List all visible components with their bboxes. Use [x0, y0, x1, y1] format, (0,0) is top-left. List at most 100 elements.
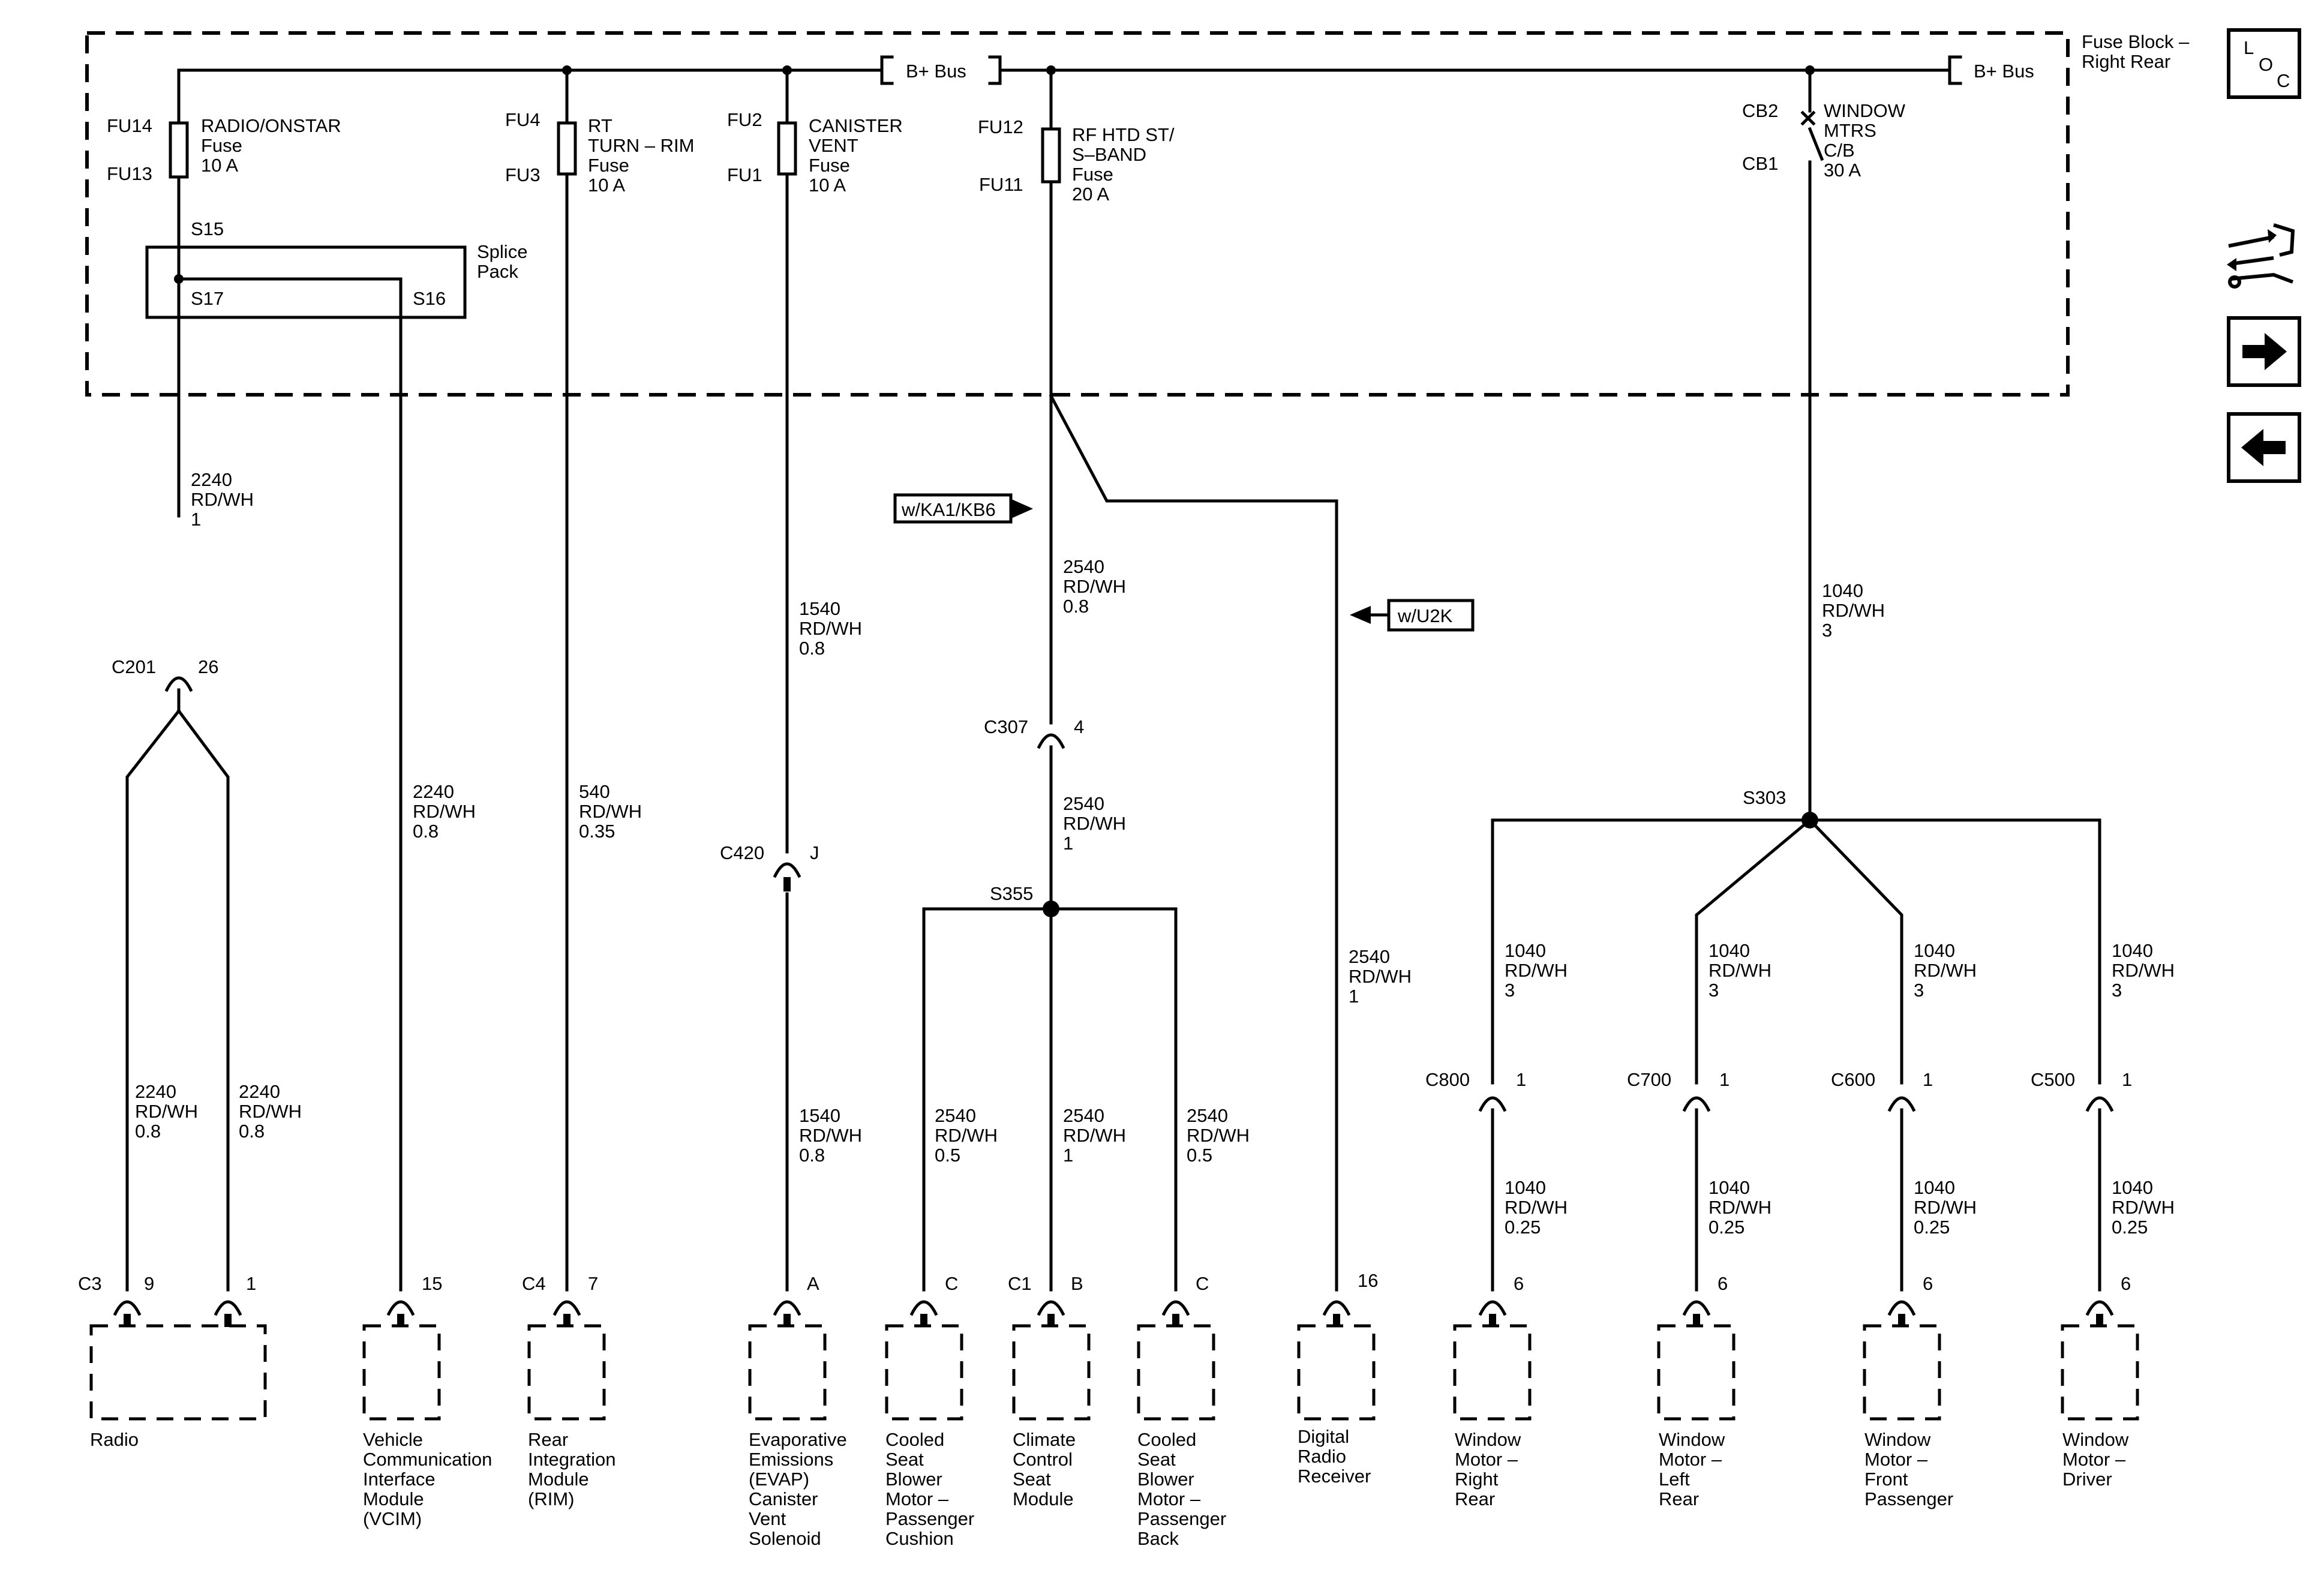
label-line: 0.8 — [1063, 596, 1089, 617]
label-line: Rear — [528, 1429, 568, 1450]
module-pin: 9 — [144, 1273, 154, 1294]
connector-pin: 26 — [198, 656, 218, 677]
connector-name: C600 — [1831, 1069, 1875, 1090]
connector-name: C307 — [984, 716, 1028, 737]
b-plus-bus-label-right: B+ Bus — [1974, 61, 2034, 82]
module-pin: A — [807, 1273, 819, 1294]
label-line: Vent — [749, 1508, 786, 1529]
label-line: Cushion — [885, 1528, 954, 1549]
label-line: RD/WH — [1349, 966, 1412, 987]
fuse-bottom-terminal: FU11 — [979, 174, 1023, 195]
prev-page-button[interactable] — [2227, 412, 2301, 483]
module-cush — [885, 1324, 963, 1421]
module-pin: B — [1071, 1273, 1083, 1294]
label-line: Canister — [749, 1488, 818, 1509]
label-line: 1040 — [1709, 940, 1750, 961]
fuse-top-terminal: FU12 — [978, 116, 1023, 137]
label-line: 1040 — [1914, 940, 1955, 961]
connector-name: C420 — [720, 842, 764, 863]
module-rim — [527, 1324, 606, 1421]
label-line: RD/WH — [1063, 1125, 1126, 1146]
label-line: RD/WH — [1505, 1197, 1568, 1218]
connector-name: C700 — [1627, 1069, 1671, 1090]
label-line: WINDOW — [1824, 100, 1906, 121]
label-line: 1040 — [2112, 940, 2153, 961]
label-line: 2540 — [1063, 556, 1104, 577]
label-line: 1540 — [799, 1105, 840, 1126]
label-line: 1040 — [1822, 580, 1863, 601]
label-line: 0.8 — [239, 1121, 265, 1142]
label-line: RD/WH — [239, 1101, 302, 1122]
fuse-bottom-terminal: FU1 — [727, 164, 762, 185]
fuse-block-outline — [85, 31, 2070, 397]
connector-name: C500 — [2031, 1069, 2075, 1090]
loc-letter-l: L — [2244, 37, 2254, 58]
label-line: Motor – — [1659, 1449, 1722, 1470]
next-page-button[interactable] — [2227, 316, 2301, 387]
module-ccsm — [1012, 1324, 1091, 1421]
label-line: CANISTER — [809, 115, 903, 136]
splice-s16: S16 — [413, 288, 446, 309]
label-line: 1 — [191, 509, 201, 530]
label-line: 0.5 — [935, 1145, 960, 1166]
label-line: 3 — [1822, 620, 1832, 641]
label-line: 1540 — [799, 598, 840, 619]
label-line: 30 A — [1824, 160, 1861, 181]
module-pin: C4 — [522, 1273, 546, 1294]
label-line: 2540 — [935, 1105, 976, 1126]
label-line: Blower — [885, 1469, 942, 1490]
module-pin: C3 — [78, 1273, 102, 1294]
label-line: 3 — [1709, 980, 1719, 1001]
module-pin: 6 — [1923, 1273, 1933, 1294]
label-line: RD/WH — [1505, 960, 1568, 981]
splice-label: S303 — [1743, 787, 1786, 808]
label-line: Pack — [477, 261, 518, 282]
label-line: 1040 — [1505, 1177, 1546, 1198]
b-plus-bus-label: B+ Bus — [906, 61, 966, 82]
label-line: RD/WH — [2112, 1197, 2175, 1218]
label-line: S–BAND — [1072, 144, 1146, 165]
label-line: Right Rear — [2082, 51, 2170, 72]
label-line: Seat — [885, 1449, 924, 1470]
label-line: 540 — [579, 781, 610, 802]
label-line: Front — [1864, 1469, 1908, 1490]
label-line: 0.8 — [799, 1145, 825, 1166]
label-line: 0.25 — [1914, 1217, 1950, 1238]
label-line: 3 — [1914, 980, 1924, 1001]
label-line: (EVAP) — [749, 1469, 809, 1490]
module-pin: C — [1196, 1273, 1209, 1294]
label-line: 2540 — [1187, 1105, 1228, 1126]
connector-name: C201 — [112, 656, 156, 677]
label-line: 1 — [1349, 986, 1359, 1007]
loc-icon[interactable]: L O C — [2227, 28, 2301, 99]
label-line: Motor – — [1137, 1488, 1201, 1509]
connector-pin: 1 — [1923, 1069, 1933, 1090]
label-line: RD/WH — [1063, 576, 1126, 597]
label-line: Passenger — [1137, 1508, 1226, 1529]
connector-name: C800 — [1425, 1069, 1470, 1090]
connector-c420: C420 J — [720, 842, 819, 891]
connector-view-icon[interactable] — [2227, 223, 2295, 289]
label-line: Splice — [477, 241, 527, 262]
wire-drr — [1049, 394, 1338, 1292]
option-ka1-label: w/KA1/KB6 — [901, 499, 996, 520]
label-line: Passenger — [885, 1508, 974, 1529]
arrow-left-icon — [2241, 429, 2286, 466]
